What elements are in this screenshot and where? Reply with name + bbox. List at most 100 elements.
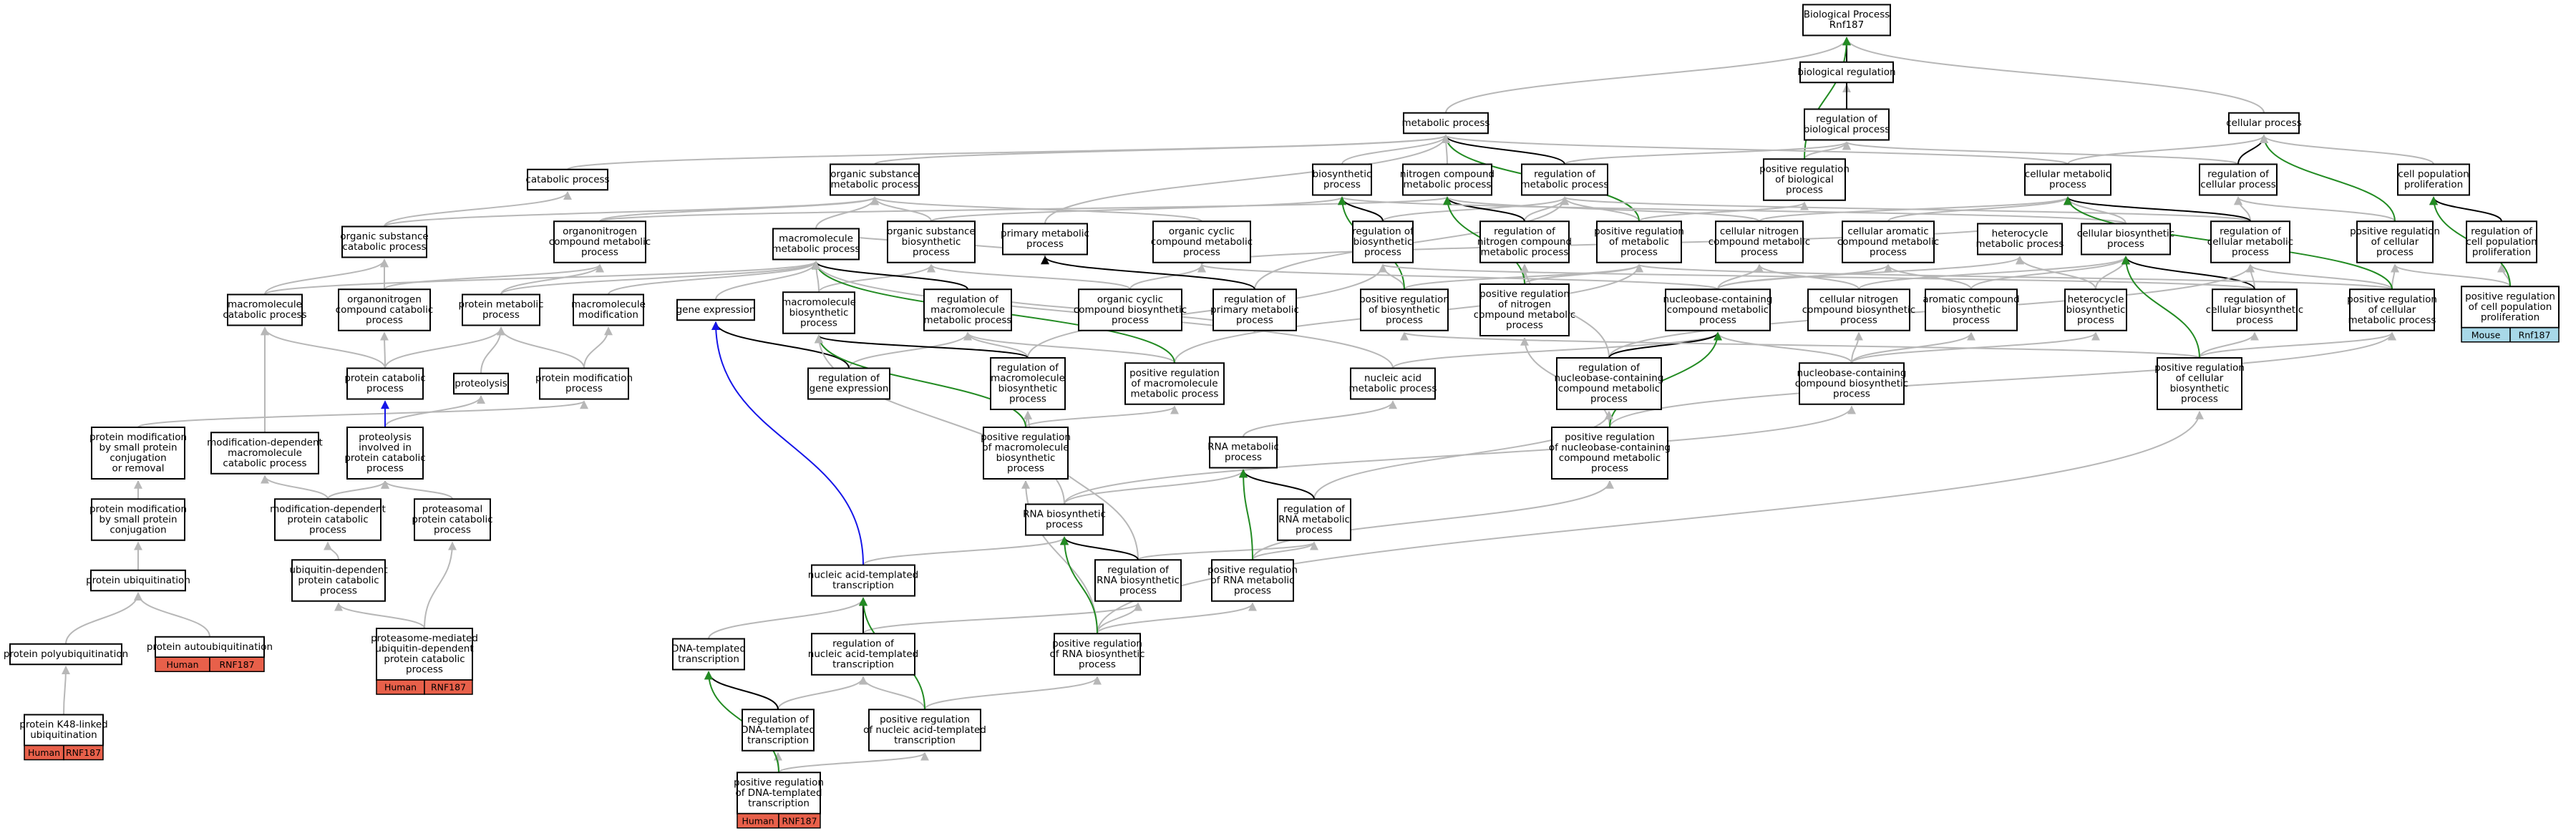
edge-is-a (777, 676, 867, 710)
go-term-node[interactable]: catabolic process (525, 168, 610, 191)
edge-is-a (264, 258, 389, 295)
go-term-node[interactable]: proteasome-mediatedubiquitin-dependentpr… (371, 628, 478, 681)
go-term-node[interactable]: proteolysis (453, 372, 509, 395)
node-box (2356, 220, 2434, 263)
node-label-line: cellular nitrogen (1819, 293, 1898, 305)
go-term-node[interactable]: modification-dependentmacromoleculecatab… (207, 432, 323, 475)
go-term-node[interactable]: biological regulation (1797, 61, 1896, 84)
node-label-line: of nucleobase-containing (1549, 442, 1671, 454)
node-label-line: process (1225, 452, 1262, 463)
go-term-node[interactable]: protein polyubiquitination (4, 643, 128, 666)
go-term-node[interactable]: regulation ofmacromoleculebiosyntheticpr… (990, 357, 1066, 410)
node-label-line: of biosynthetic (1369, 304, 1440, 316)
go-term-node[interactable]: gene expression (676, 298, 756, 321)
node-label-line: conjugation (110, 452, 166, 464)
node-label-line: process (1699, 314, 1736, 326)
go-term-node[interactable]: protein autoubiquitination (147, 636, 273, 658)
node-label-line: process (1620, 246, 1658, 258)
node-label-line: process (320, 585, 357, 596)
edge-is-a (334, 602, 425, 629)
node-box (573, 293, 644, 326)
node-label-line: organic substance (340, 231, 428, 243)
node-label-line: biosynthetic (902, 236, 961, 248)
go-term-node[interactable]: cellular process (2226, 112, 2302, 135)
go-term-node[interactable]: regulation ofnucleobase-containingcompou… (1555, 357, 1664, 410)
go-term-node[interactable]: metabolic process (1402, 112, 1490, 135)
node-label-line: proteasome-mediated (371, 633, 478, 644)
go-term-node[interactable]: protein ubiquitination (86, 569, 190, 592)
